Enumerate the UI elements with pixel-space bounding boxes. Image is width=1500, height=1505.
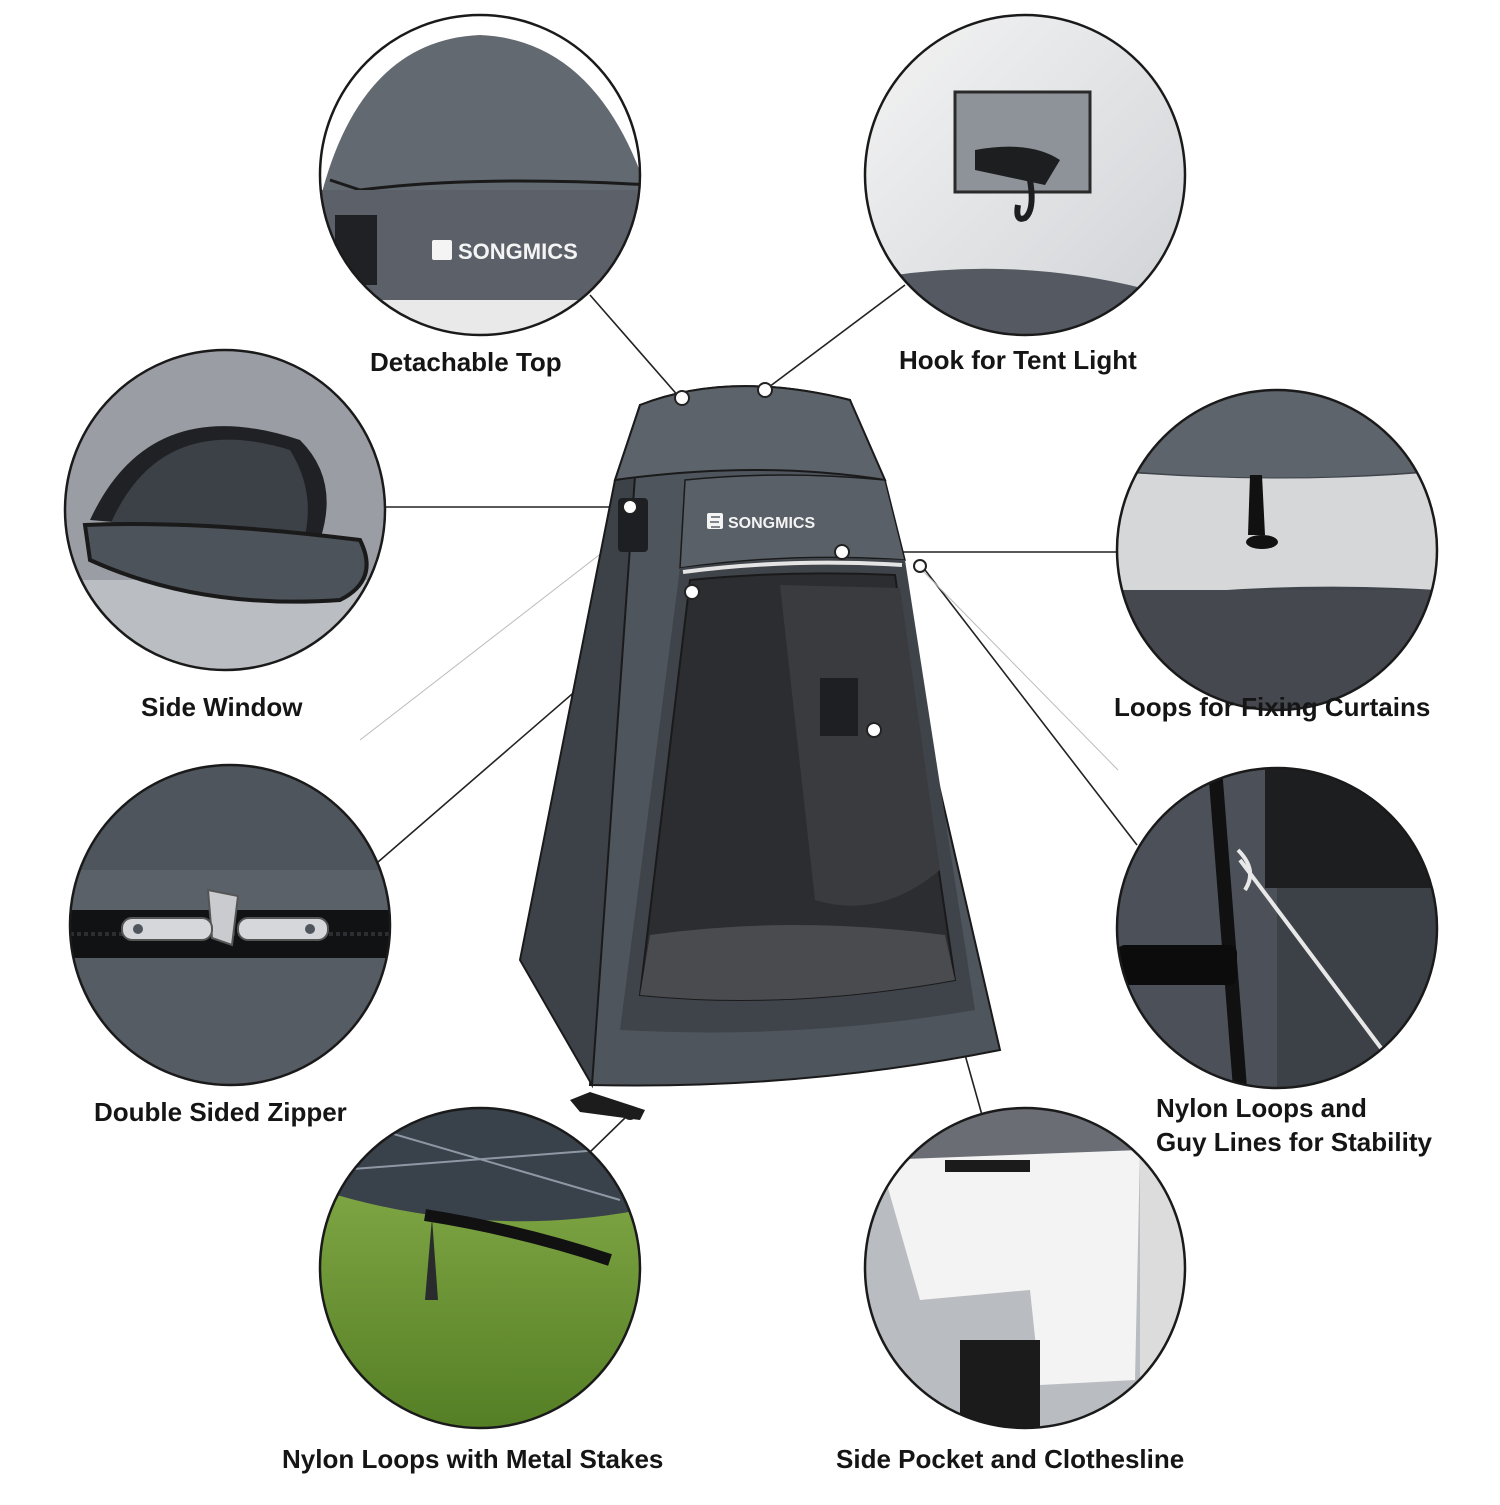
label-guy-lines: Nylon Loops and Guy Lines for Stability bbox=[1156, 1091, 1432, 1159]
tent-logo: SONGMICS bbox=[707, 513, 815, 532]
circle-stakes bbox=[318, 1106, 642, 1430]
leader-detachable-top bbox=[589, 294, 681, 399]
leader-guy-lines bbox=[921, 565, 1138, 846]
circle-pocket bbox=[863, 1106, 1187, 1430]
leader-stakes bbox=[589, 1114, 629, 1153]
label-side-window: Side Window bbox=[141, 692, 303, 722]
label-detachable-top: Detachable Top bbox=[370, 347, 562, 377]
circle-guy-lines bbox=[1115, 766, 1439, 1090]
label-pocket: Side Pocket and Clothesline bbox=[836, 1444, 1185, 1474]
label-guy-lines-line2: Guy Lines for Stability bbox=[1156, 1127, 1432, 1157]
detachable-top-brand-text: SONGMICS bbox=[458, 239, 578, 264]
circle-zipper bbox=[68, 763, 392, 1087]
label-hook-light: Hook for Tent Light bbox=[899, 345, 1137, 375]
label-zipper: Double Sided Zipper bbox=[94, 1097, 347, 1127]
circle-side-window bbox=[63, 348, 387, 672]
label-guy-lines-line1: Nylon Loops and bbox=[1156, 1093, 1367, 1123]
label-stakes: Nylon Loops with Metal Stakes bbox=[282, 1444, 664, 1474]
circle-detachable-top: SONGMICS bbox=[318, 13, 642, 337]
circle-curtain-loops bbox=[1115, 388, 1439, 712]
label-curtain-loops: Loops for Fixing Curtains bbox=[1114, 692, 1431, 722]
circle-hook bbox=[863, 13, 1187, 337]
main-tent: SONGMICS bbox=[359, 382, 1119, 1120]
leader-hook bbox=[764, 284, 906, 391]
tent-brand-text: SONGMICS bbox=[728, 515, 815, 532]
